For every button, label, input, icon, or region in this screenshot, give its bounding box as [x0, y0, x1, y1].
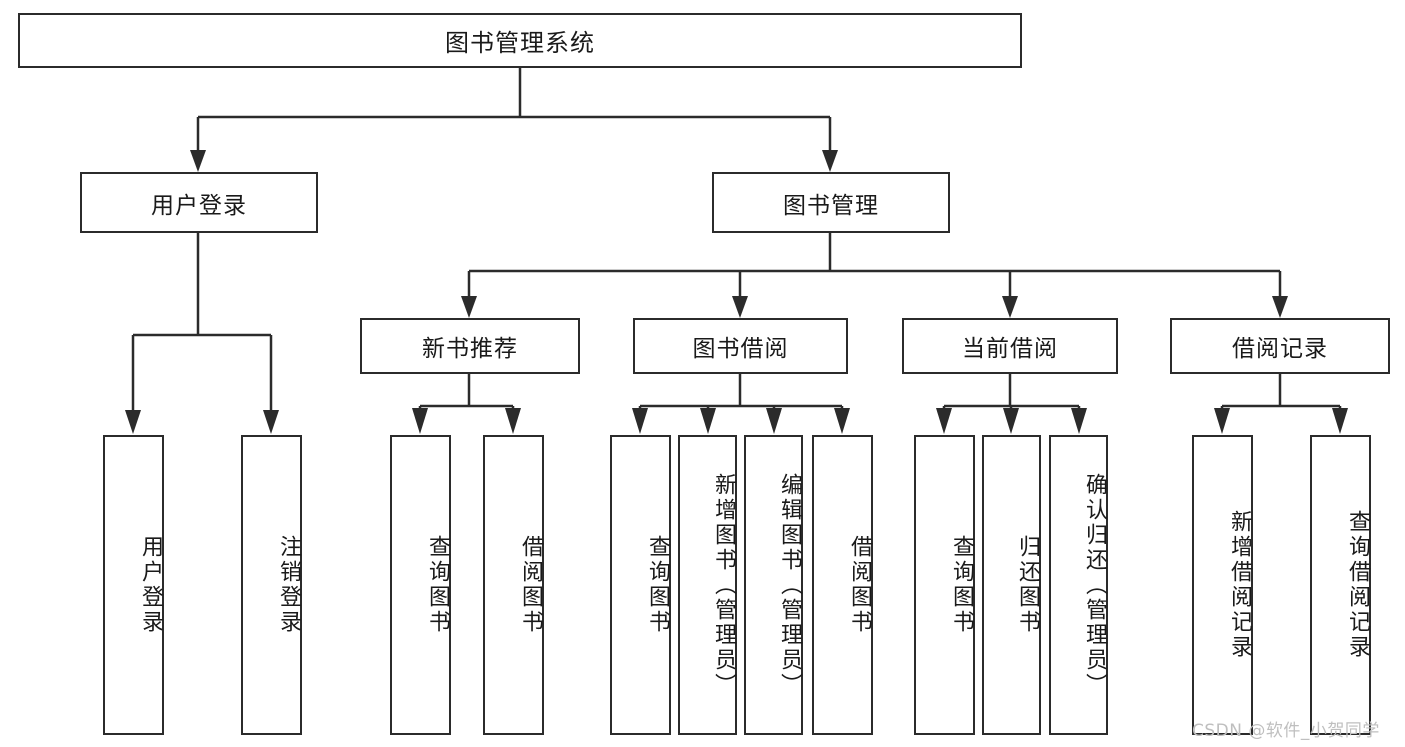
- arrow-current-borrow-child1: [936, 408, 952, 434]
- arrow-book-borrow-child3: [766, 408, 782, 434]
- leaf-label: 注销登录: [276, 535, 301, 635]
- node-book-management[interactable]: 图书管理: [712, 172, 950, 233]
- arrow-new-book-child2: [505, 408, 521, 434]
- leaf-label: 用户登录: [138, 535, 163, 635]
- leaf-borrow-records-add[interactable]: 新增借阅记录: [1192, 435, 1253, 735]
- leaf-label: 新增图书（管理员）: [711, 472, 736, 698]
- arrow-borrow-records-child2: [1332, 408, 1348, 434]
- leaf-current-borrow-query[interactable]: 查询图书: [914, 435, 975, 735]
- arrow-current-borrow-child3: [1071, 408, 1087, 434]
- leaf-label: 查询图书: [425, 535, 450, 635]
- leaf-book-borrow-edit[interactable]: 编辑图书（管理员）: [744, 435, 803, 735]
- node-borrow-records[interactable]: 借阅记录: [1170, 318, 1390, 374]
- leaf-label: 新增借阅记录: [1227, 510, 1252, 660]
- leaf-borrow-records-query[interactable]: 查询借阅记录: [1310, 435, 1371, 735]
- leaf-book-borrow-borrow[interactable]: 借阅图书: [812, 435, 873, 735]
- leaf-user-login-logout[interactable]: 注销登录: [241, 435, 302, 735]
- arrow-to-book-mgmt: [822, 150, 838, 172]
- node-root-system[interactable]: 图书管理系统: [18, 13, 1022, 68]
- arrow-user-login-child2: [263, 410, 279, 434]
- leaf-label: 编辑图书（管理员）: [777, 472, 802, 698]
- arrow-to-book-borrow: [732, 296, 748, 318]
- leaf-label: 查询借阅记录: [1345, 510, 1370, 660]
- leaf-label: 借阅图书: [518, 535, 543, 635]
- leaf-label: 查询图书: [949, 535, 974, 635]
- node-user-login[interactable]: 用户登录: [80, 172, 318, 233]
- arrow-to-user-login: [190, 150, 206, 172]
- arrow-to-borrow-records: [1272, 296, 1288, 318]
- arrow-book-borrow-child2: [700, 408, 716, 434]
- arrow-current-borrow-child2: [1003, 408, 1019, 434]
- leaf-label: 查询图书: [645, 535, 670, 635]
- node-new-book-recommend[interactable]: 新书推荐: [360, 318, 580, 374]
- node-book-borrow[interactable]: 图书借阅: [633, 318, 848, 374]
- leaf-new-book-borrow[interactable]: 借阅图书: [483, 435, 544, 735]
- arrow-new-book-child1: [412, 408, 428, 434]
- leaf-label: 借阅图书: [847, 535, 872, 635]
- leaf-book-borrow-query[interactable]: 查询图书: [610, 435, 671, 735]
- leaf-new-book-query[interactable]: 查询图书: [390, 435, 451, 735]
- leaf-current-borrow-confirm[interactable]: 确认归还（管理员）: [1049, 435, 1108, 735]
- leaf-current-borrow-return[interactable]: 归还图书: [982, 435, 1041, 735]
- leaf-label: 归还图书: [1015, 535, 1040, 635]
- leaf-user-login-login[interactable]: 用户登录: [103, 435, 164, 735]
- arrow-to-current-borrow: [1002, 296, 1018, 318]
- csdn-watermark: CSDN @软件_小贺同学: [1192, 721, 1380, 741]
- arrow-book-borrow-child1: [632, 408, 648, 434]
- arrow-to-new-book: [461, 296, 477, 318]
- node-current-borrow[interactable]: 当前借阅: [902, 318, 1118, 374]
- arrow-user-login-child1: [125, 410, 141, 434]
- leaf-label: 确认归还（管理员）: [1082, 472, 1107, 698]
- arrow-borrow-records-child1: [1214, 408, 1230, 434]
- leaf-book-borrow-add[interactable]: 新增图书（管理员）: [678, 435, 737, 735]
- arrow-book-borrow-child4: [834, 408, 850, 434]
